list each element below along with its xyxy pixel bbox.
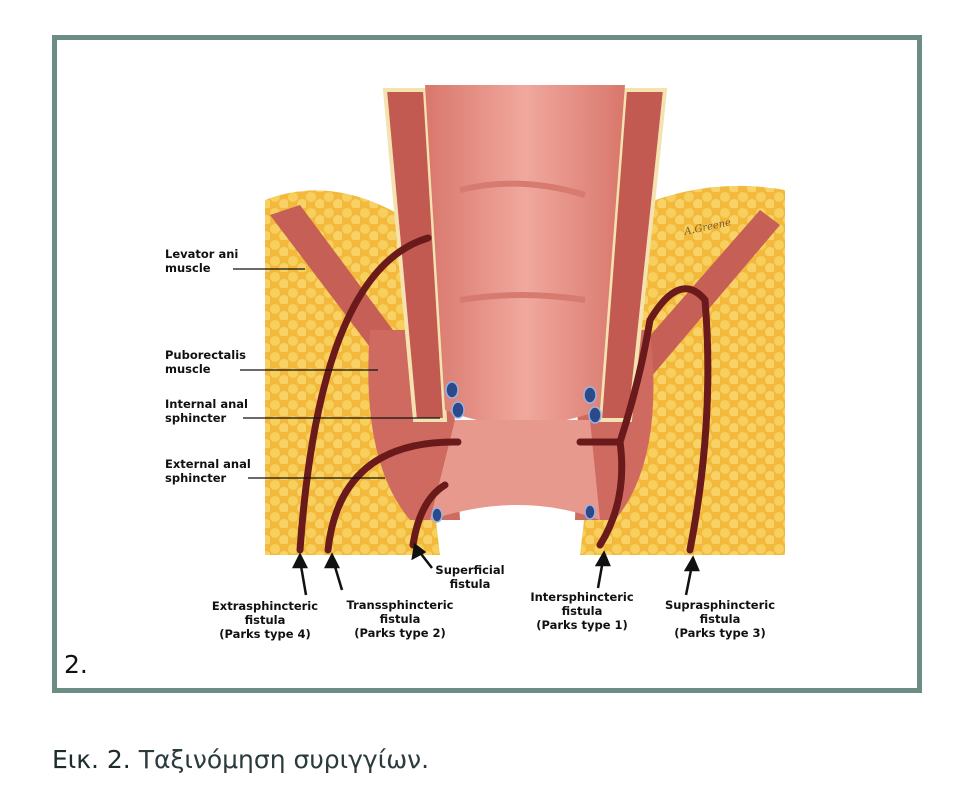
suprasphincteric-tract [616, 285, 712, 554]
label-line: Intersphincteric [530, 590, 634, 604]
rectal-lumen [425, 85, 625, 425]
label-line: Puborectalis [165, 348, 247, 362]
label-line: sphincter [165, 471, 227, 485]
label-line: Superficial [435, 563, 505, 577]
label-line: muscle [165, 261, 211, 275]
rectal-wall-left [382, 88, 448, 422]
label-line: (Parks type 3) [674, 626, 766, 640]
levator-right [620, 210, 780, 390]
label-line: Suprasphincteric [664, 598, 776, 612]
label-line: (Parks type 2) [354, 626, 446, 640]
figure-caption: Εικ. 2. Ταξινόμηση συριγγίων. [52, 745, 429, 774]
label-line: fistula [561, 604, 603, 618]
superficial-tract [409, 481, 449, 549]
label-line: fistula [699, 612, 741, 626]
intersphincteric-tract [576, 438, 626, 549]
label-line: Internal anal [165, 397, 248, 411]
extrasphincteric-tract [296, 234, 432, 554]
label-line: Transsphincteric [346, 598, 454, 612]
label-line: sphincter [165, 411, 227, 425]
label-line: (Parks type 1) [536, 618, 628, 632]
transsphincteric-tract [324, 438, 462, 554]
label-line: (Parks type 4) [219, 627, 311, 641]
label-line: External anal [165, 457, 251, 471]
label-line: Extrasphincteric [211, 599, 319, 613]
label-line: Levator ani [165, 247, 239, 261]
anal-canal [430, 420, 600, 520]
label-line: fistula [449, 577, 491, 591]
label-line: fistula [379, 612, 421, 626]
caption-text: Ταξινόμηση συριγγίων. [138, 745, 430, 774]
label-line: muscle [165, 362, 211, 376]
caption-prefix: Εικ. 2. [52, 745, 131, 774]
figure-number: 2. [64, 650, 88, 679]
label-line: fistula [244, 613, 286, 627]
